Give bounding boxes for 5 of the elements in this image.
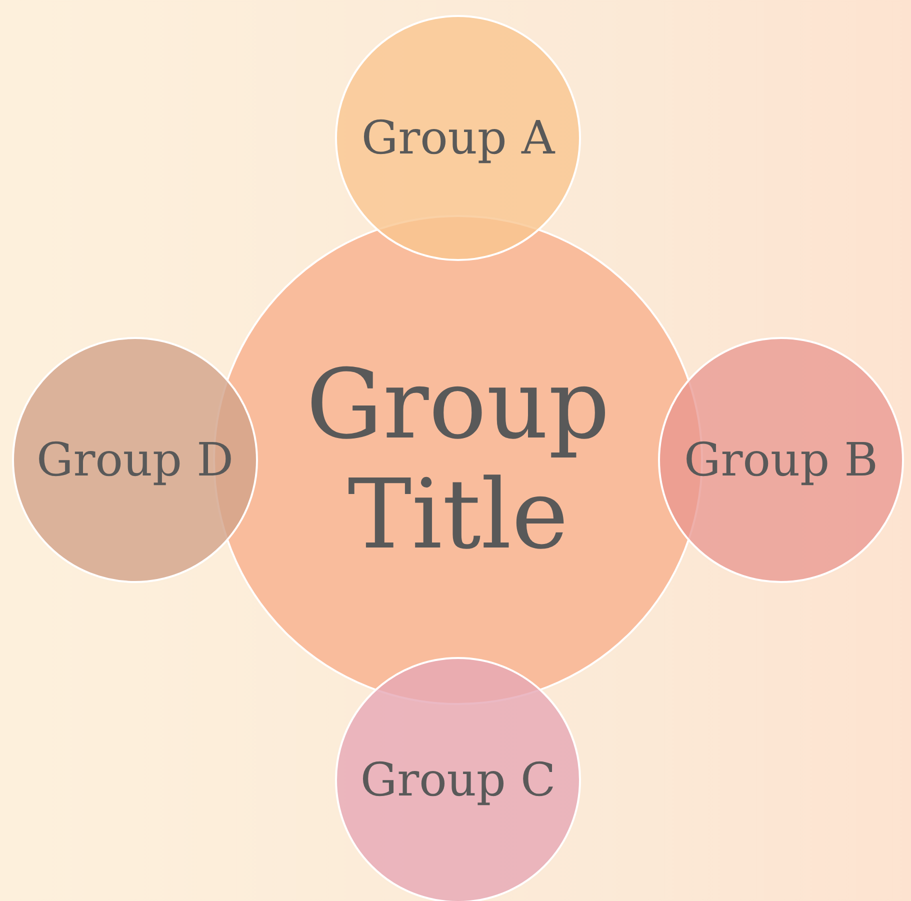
circle-label: Group B <box>684 434 878 486</box>
circle-label: Group A <box>361 112 555 164</box>
title-label: Group Title <box>305 350 611 570</box>
circle-label: Group D <box>36 434 234 486</box>
circle-label: Group C <box>360 754 556 806</box>
